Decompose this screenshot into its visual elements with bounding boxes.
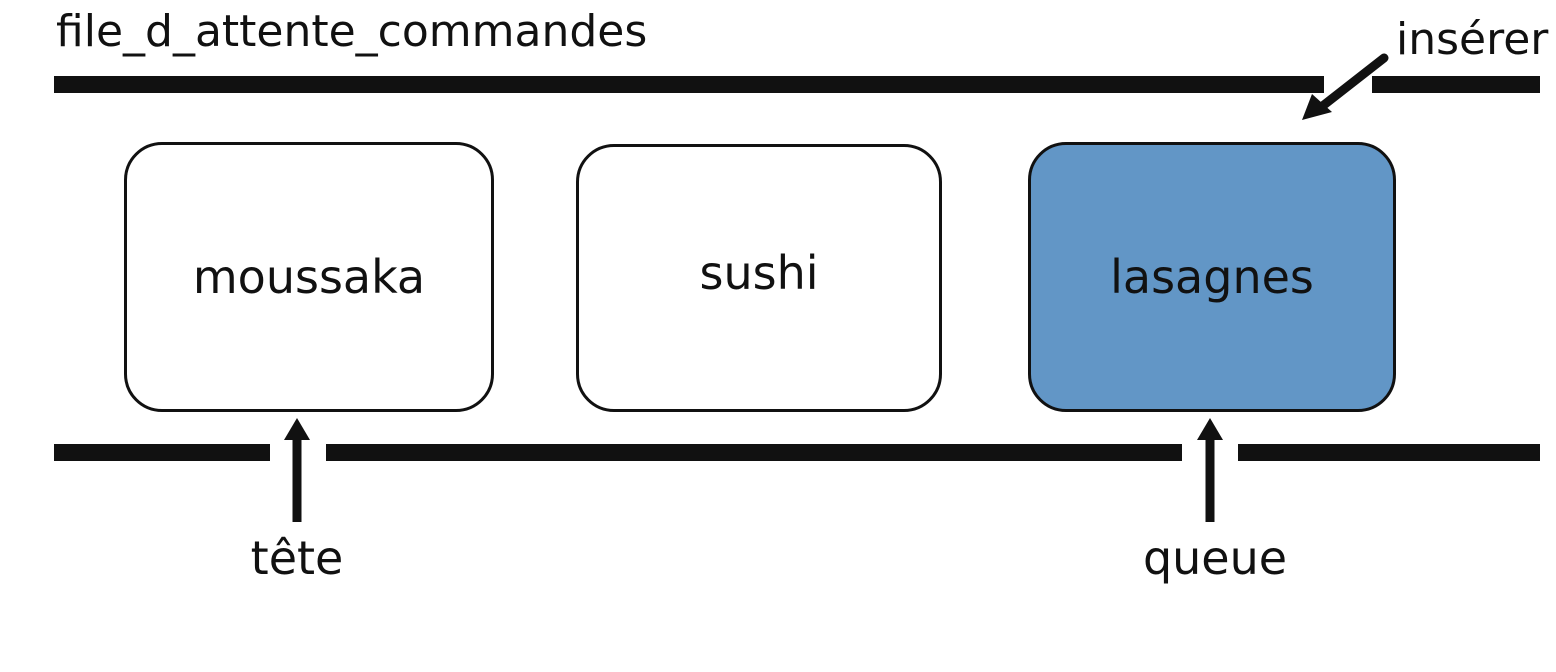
tail-arrow <box>1197 418 1223 522</box>
queue-node-label: moussaka <box>192 250 426 304</box>
insert-label: insérer <box>1396 14 1549 65</box>
queue-node-moussaka: moussaka <box>124 142 494 412</box>
queue-node-sushi: sushi <box>576 144 942 412</box>
queue-node-label: lasagnes <box>1110 250 1314 304</box>
tail-label: queue <box>1142 531 1288 585</box>
head-label: tête <box>250 531 344 585</box>
bottom-rail-right <box>1238 444 1540 461</box>
head-arrow <box>284 418 310 522</box>
queue-node-lasagnes: lasagnes <box>1028 142 1396 412</box>
top-rail-right <box>1372 76 1540 93</box>
bottom-rail-left <box>54 444 270 461</box>
queue-node-label: sushi <box>699 246 819 300</box>
queue-name-label: file_d_attente_commandes <box>56 6 648 57</box>
bottom-rail-middle <box>326 444 1182 461</box>
top-rail-left <box>54 76 1324 93</box>
